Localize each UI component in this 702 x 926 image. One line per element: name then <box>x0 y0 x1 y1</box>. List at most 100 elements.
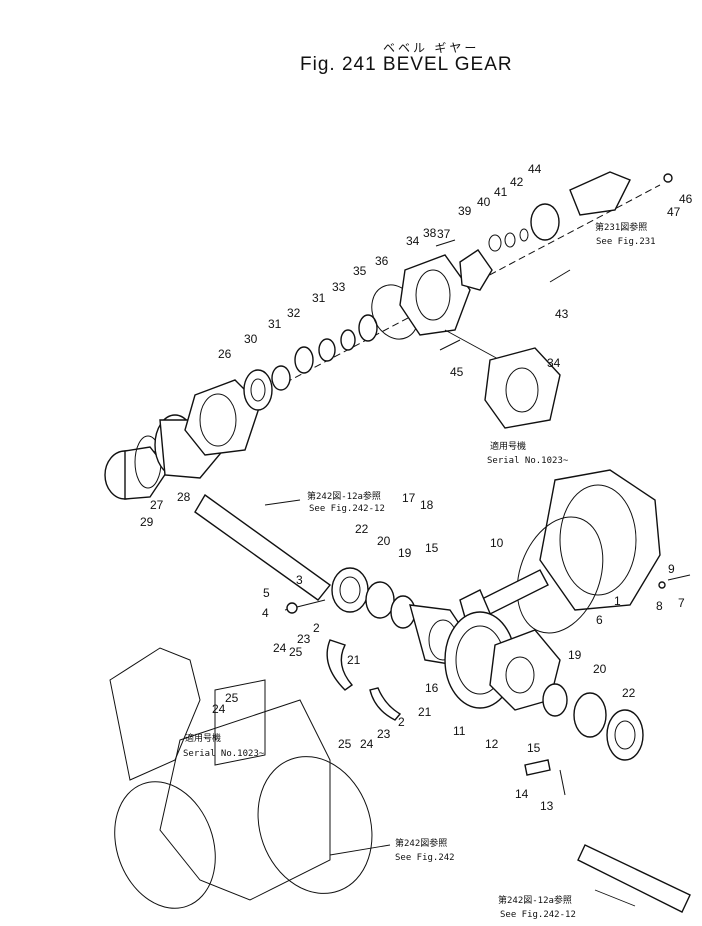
axle-housing-bowl <box>114 781 216 909</box>
part-12-bore <box>505 656 535 694</box>
leader-to-inset <box>444 329 501 361</box>
callout-46: 46 <box>679 192 693 206</box>
callout-39: 39 <box>458 204 472 218</box>
figure-title: Fig. 241 BEVEL GEAR <box>300 54 513 75</box>
callout-34a: 34 <box>406 234 420 248</box>
part-41-ring <box>504 232 516 248</box>
callout-18: 18 <box>420 498 434 512</box>
part-43-bolt <box>549 269 571 283</box>
part-20-cup <box>365 581 395 619</box>
part-22b-bearing <box>606 709 644 761</box>
part-6-gasket <box>516 516 604 634</box>
part-45-bolt <box>439 339 461 351</box>
callout-8: 8 <box>656 599 663 613</box>
part-35-seal <box>358 314 378 342</box>
callout-5: 5 <box>263 586 270 600</box>
axle-housing-flange <box>257 756 373 894</box>
callout-15b: 15 <box>527 741 541 755</box>
part-40-ring <box>488 234 502 252</box>
part-32-washer <box>294 346 314 374</box>
callout-47: 47 <box>667 205 681 219</box>
callout-19a: 19 <box>398 546 412 560</box>
callout-24c: 24 <box>360 737 374 751</box>
callout-2b: 2 <box>398 715 405 729</box>
inset-part-34 <box>484 347 561 429</box>
callout-20a: 20 <box>377 534 391 548</box>
callout-23b: 23 <box>377 727 391 741</box>
callout-9: 9 <box>668 562 675 576</box>
note-ref231-jp: 第231図参照 <box>595 221 647 233</box>
part-31-nut <box>271 365 291 391</box>
part-33-spacer <box>340 329 356 351</box>
part-8-washer <box>658 581 666 589</box>
callout-2a: 2 <box>313 621 320 635</box>
callout-35: 35 <box>353 264 367 278</box>
callout-40: 40 <box>477 195 491 209</box>
note-ref242-12b-jp: 第242図-12a参照 <box>498 894 572 906</box>
note-ref231: See Fig.231 <box>596 237 656 247</box>
figure-title-jp: ベベル ギヤー <box>383 41 480 55</box>
lower-group <box>109 469 691 913</box>
notes: 第231図参照 See Fig.231 適用号機 Serial No.1023~… <box>183 221 656 920</box>
callout-17: 17 <box>402 491 416 505</box>
callout-15a: 15 <box>425 541 439 555</box>
callout-25b: 25 <box>225 691 239 705</box>
part-4-nut <box>286 602 298 614</box>
callout-36: 36 <box>375 254 389 268</box>
callouts: 1 2 2 3 4 5 6 7 8 9 10 11 12 13 14 15 15… <box>140 162 693 813</box>
callout-31b: 31 <box>312 291 326 305</box>
leader-ref242-12a <box>264 499 301 506</box>
callout-28: 28 <box>177 490 191 504</box>
callout-20b: 20 <box>593 662 607 676</box>
callout-24b: 24 <box>212 702 226 716</box>
part-13-bolt <box>559 769 566 796</box>
part-22-bearing-inner <box>339 576 361 604</box>
callout-45: 45 <box>450 365 464 379</box>
callout-22a: 22 <box>355 522 369 536</box>
part-14-lock <box>524 759 551 776</box>
callout-33: 33 <box>332 280 346 294</box>
yoke-ref-fig231 <box>569 171 631 216</box>
note-ser1: Serial No.1023~ <box>487 456 569 466</box>
callout-44: 44 <box>528 162 542 176</box>
part-22-bearing <box>331 567 369 613</box>
callout-14: 14 <box>515 787 529 801</box>
callout-43: 43 <box>555 307 569 321</box>
part-30-bearing <box>243 369 273 411</box>
note-ref242-12a: See Fig.242-12 <box>309 504 385 514</box>
upper-axis-group <box>104 171 673 500</box>
part-47-nut <box>663 173 673 183</box>
callout-10: 10 <box>490 536 504 550</box>
note-ser2: Serial No.1023~ <box>183 749 265 759</box>
callout-34b: 34 <box>547 356 561 370</box>
part-26-bore <box>199 393 237 447</box>
callout-32: 32 <box>287 306 301 320</box>
callout-21a: 21 <box>347 653 361 667</box>
part-38-bolt <box>435 239 456 247</box>
inset-serial-frame <box>214 679 266 766</box>
callout-26: 26 <box>218 347 232 361</box>
part-2-adjuster-b <box>369 687 402 721</box>
part-31b-nut <box>318 338 336 362</box>
callout-16: 16 <box>425 681 439 695</box>
note-ref242-12b: See Fig.242-12 <box>500 910 576 920</box>
part-44-flange <box>530 203 560 241</box>
part-20b-cup <box>573 692 607 738</box>
callout-6: 6 <box>596 613 603 627</box>
part-42-nut <box>519 228 529 242</box>
note-ref242-12a-jp: 第242図-12a参照 <box>307 490 381 502</box>
note-ref242: See Fig.242 <box>395 853 455 863</box>
callout-13: 13 <box>540 799 554 813</box>
callout-37: 37 <box>437 227 451 241</box>
axle-housing-frame <box>109 647 201 781</box>
note-ser2-jp: 適用号機 <box>185 732 221 744</box>
callout-30: 30 <box>244 332 258 346</box>
right-axle-shaft <box>577 844 691 913</box>
callout-11: 11 <box>453 724 466 738</box>
callout-3: 3 <box>296 573 303 587</box>
callout-4: 4 <box>262 606 269 620</box>
part-34-cage <box>399 254 471 336</box>
callout-21b: 21 <box>418 705 432 719</box>
callout-29: 29 <box>140 515 154 529</box>
part-19b-cone <box>542 683 568 717</box>
